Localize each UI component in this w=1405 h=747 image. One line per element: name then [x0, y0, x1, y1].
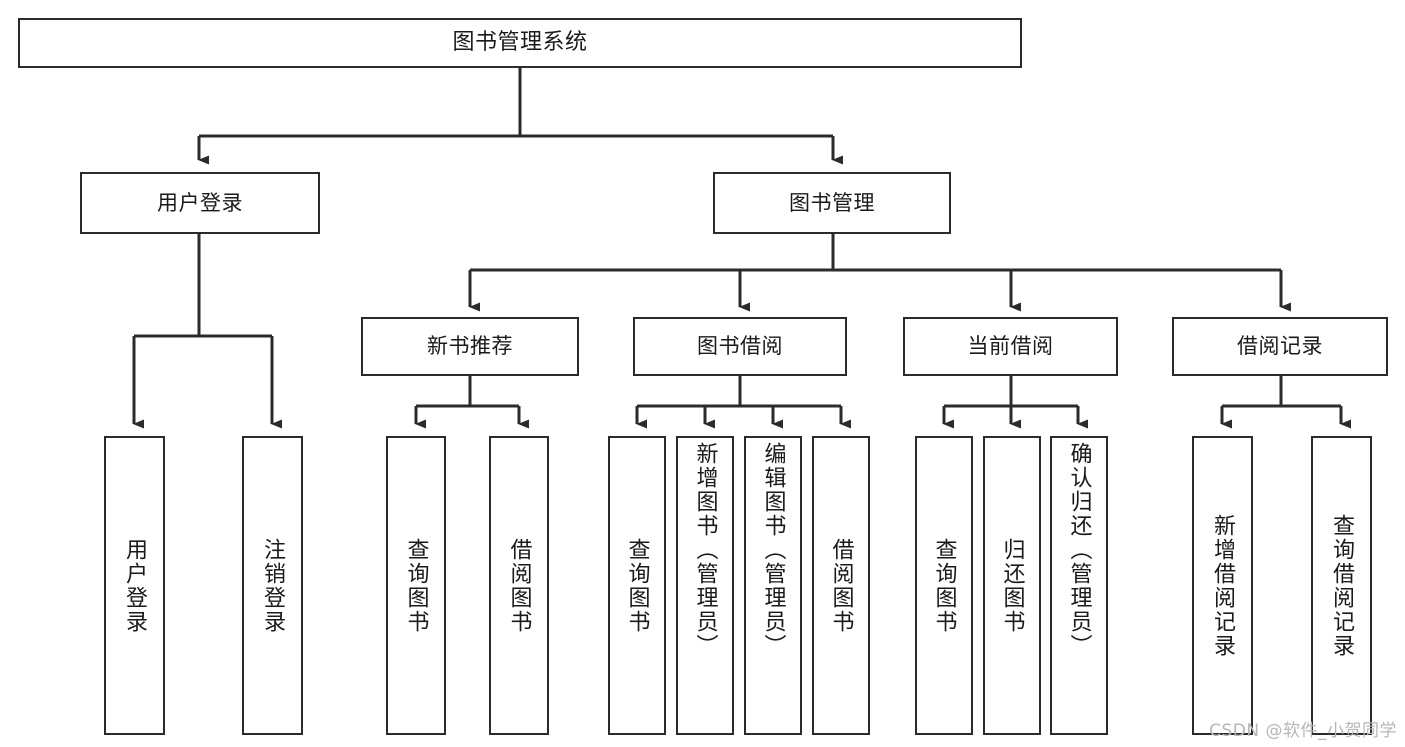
leaf-borrow-record-2[interactable]: 查询借阅记录 — [1311, 436, 1372, 735]
leaf-book-borrow-3[interactable]: 编辑图书（管理员） — [744, 436, 802, 735]
leaf-borrow-record-1[interactable]: 新增借阅记录 — [1192, 436, 1253, 735]
node-label: 当前借阅 — [967, 334, 1054, 359]
node-book-borrow[interactable]: 图书借阅 — [633, 317, 847, 376]
leaf-new-book-recommend-2[interactable]: 借阅图书 — [489, 436, 549, 735]
leaf-current-borrow-2[interactable]: 归还图书 — [983, 436, 1041, 735]
leaf-new-book-recommend-1[interactable]: 查询图书 — [386, 436, 446, 735]
node-label: 图书管理 — [789, 190, 875, 215]
node-root-book-management-system[interactable]: 图书管理系统 — [18, 18, 1022, 68]
leaf-user-login-2[interactable]: 注销登录 — [242, 436, 303, 735]
node-label: 图书借阅 — [697, 334, 783, 359]
node-label: 查询图书 — [403, 537, 429, 634]
node-label: 用户登录 — [122, 537, 148, 634]
node-label: 新增图书（管理员） — [692, 442, 718, 658]
node-label: 注销登录 — [260, 537, 286, 634]
leaf-book-borrow-2[interactable]: 新增图书（管理员） — [676, 436, 734, 735]
node-label: 查询图书 — [931, 537, 957, 634]
csdn-watermark: CSDN @软件_小贺同学 — [1209, 721, 1397, 741]
node-label: 用户登录 — [157, 190, 243, 215]
node-new-book-recommend[interactable]: 新书推荐 — [361, 317, 579, 376]
leaf-current-borrow-3[interactable]: 确认归还（管理员） — [1050, 436, 1108, 735]
node-label: 查询借阅记录 — [1329, 513, 1355, 658]
node-label: 图书管理系统 — [452, 30, 588, 56]
node-label: 借阅图书 — [506, 537, 532, 634]
node-label: 借阅记录 — [1237, 334, 1323, 359]
node-label: 新书推荐 — [427, 334, 513, 359]
node-current-borrow[interactable]: 当前借阅 — [903, 317, 1118, 376]
node-label: 新增借阅记录 — [1210, 513, 1236, 658]
node-borrow-record[interactable]: 借阅记录 — [1172, 317, 1388, 376]
leaf-book-borrow-4[interactable]: 借阅图书 — [812, 436, 870, 735]
node-user-login[interactable]: 用户登录 — [80, 172, 320, 234]
node-label: 查询图书 — [624, 537, 650, 634]
node-label: 借阅图书 — [828, 537, 854, 634]
node-book-management[interactable]: 图书管理 — [713, 172, 951, 234]
node-label: 归还图书 — [999, 537, 1025, 634]
node-label: 确认归还（管理员） — [1066, 442, 1092, 658]
leaf-user-login-1[interactable]: 用户登录 — [104, 436, 165, 735]
node-label: 编辑图书（管理员） — [760, 442, 786, 658]
leaf-current-borrow-1[interactable]: 查询图书 — [915, 436, 973, 735]
leaf-book-borrow-1[interactable]: 查询图书 — [608, 436, 666, 735]
